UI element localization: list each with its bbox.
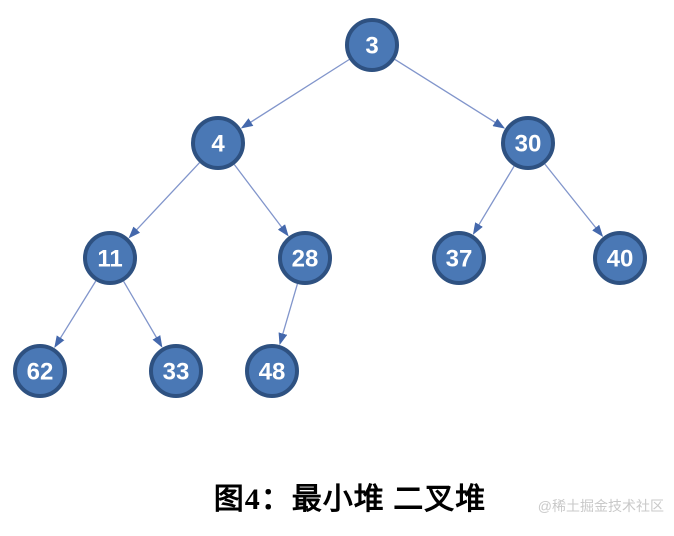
nodes-layer: 3 4 30 11 28 37 40 62 33 48 — [13, 18, 647, 398]
node-label: 30 — [515, 130, 542, 157]
node-label: 3 — [365, 32, 378, 59]
node-label: 11 — [97, 245, 122, 272]
tree-node-33: 33 — [149, 344, 203, 398]
node-circle — [593, 231, 647, 285]
node-label: 28 — [292, 245, 319, 272]
node-circle — [501, 116, 555, 170]
figure-caption: 图4：最小堆 二叉堆 — [213, 483, 487, 516]
tree-node-11: 11 — [83, 231, 137, 285]
node-label: 48 — [259, 358, 286, 385]
tree-node-4: 4 — [191, 116, 245, 170]
node-label: 37 — [446, 245, 473, 272]
node-label: 33 — [163, 358, 190, 385]
node-circle — [83, 231, 137, 285]
watermark: @稀土掘金技术社区 — [537, 498, 664, 514]
node-circle — [245, 344, 299, 398]
tree-node-3: 3 — [345, 18, 399, 72]
tree-node-37: 37 — [432, 231, 486, 285]
tree-edge-11-33 — [123, 280, 163, 348]
tree-node-48: 48 — [245, 344, 299, 398]
tree-edge-4-11 — [128, 162, 200, 239]
tree-node-30: 30 — [501, 116, 555, 170]
tree-node-40: 40 — [593, 231, 647, 285]
tree-node-62: 62 — [13, 344, 67, 398]
node-circle — [345, 18, 399, 72]
tree-node-28: 28 — [278, 231, 332, 285]
node-label: 4 — [211, 130, 225, 157]
node-label: 62 — [27, 358, 54, 385]
tree-edge-3-30 — [394, 58, 506, 129]
node-circle — [278, 231, 332, 285]
node-circle — [149, 344, 203, 398]
tree-edge-28-48 — [278, 283, 299, 346]
node-circle — [432, 231, 486, 285]
node-label: 40 — [607, 245, 634, 272]
tree-edge-30-40 — [544, 163, 604, 237]
tree-edge-4-28 — [233, 164, 289, 237]
heap-tree-svg: 3 4 30 11 28 37 40 62 33 48 — [13, 18, 647, 398]
tree-edge-30-37 — [472, 165, 515, 235]
node-circle — [191, 116, 245, 170]
edges-layer — [54, 58, 604, 348]
node-circle — [13, 344, 67, 398]
tree-edge-3-4 — [240, 58, 350, 129]
tree-edge-11-62 — [54, 280, 97, 348]
